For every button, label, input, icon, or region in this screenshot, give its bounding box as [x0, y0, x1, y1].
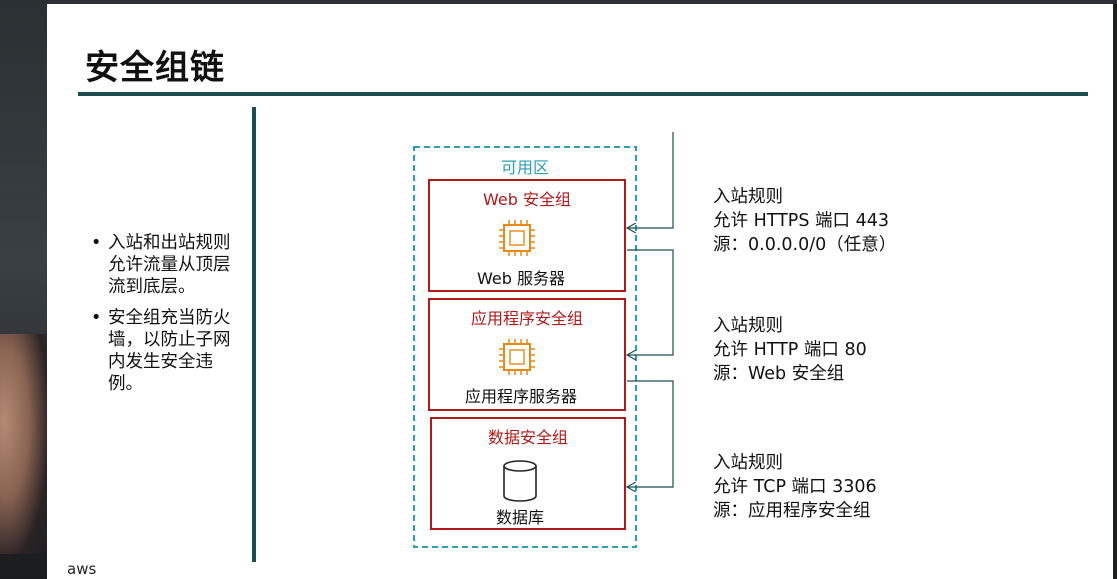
- slide: 安全组链 • 入站和出站规则允许流量从顶层流到底层。 • 安全组充当防火墙，以防…: [47, 4, 1113, 579]
- bullet-item: • 安全组充当防火墙，以防止子网内发生安全违例。: [91, 307, 241, 395]
- rule-heading: 入站规则: [713, 316, 783, 336]
- app-security-group-box: [428, 298, 626, 411]
- rule-allow: 允许 HTTPS 端口 443: [713, 211, 889, 231]
- server-label: 应用程序服务器: [465, 387, 577, 406]
- group-title: Web 安全组: [483, 190, 571, 209]
- inbound-rule-app: 入站规则 允许 HTTP 端口 80 源：Web 安全组: [713, 314, 867, 386]
- aws-logo: aws: [67, 560, 97, 578]
- database-label: 数据库: [496, 508, 544, 527]
- web-security-group-box: [428, 179, 626, 292]
- bullet-list: • 入站和出站规则允许流量从顶层流到底层。 • 安全组充当防火墙，以防止子网内发…: [91, 232, 241, 404]
- rule-heading: 入站规则: [713, 453, 783, 473]
- rule-source: 源：Web 安全组: [713, 364, 845, 384]
- bullet-marker: •: [91, 308, 102, 328]
- inbound-rule-web: 入站规则 允许 HTTPS 端口 443 源：0.0.0.0/0（任意）: [713, 185, 896, 257]
- bullet-text: 安全组充当防火墙，以防止子网内发生安全违例。: [108, 308, 231, 394]
- inbound-arrow-data: [627, 380, 674, 487]
- rule-allow: 允许 HTTP 端口 80: [713, 340, 867, 360]
- rule-source: 源：应用程序安全组: [713, 501, 871, 521]
- window-top-strip: [0, 0, 1117, 4]
- rule-source: 源：0.0.0.0/0（任意）: [713, 235, 897, 255]
- server-label: Web 服务器: [477, 269, 565, 288]
- title-underline: [78, 92, 1088, 96]
- inbound-arrow-app: [627, 249, 674, 355]
- rule-allow: 允许 TCP 端口 3306: [713, 477, 877, 497]
- availability-zone-box: [413, 146, 637, 548]
- group-title: 应用程序安全组: [471, 309, 583, 328]
- group-title: 数据安全组: [488, 428, 568, 447]
- database-icon: [503, 460, 537, 502]
- bullet-marker: •: [91, 233, 102, 253]
- data-security-group-box: [430, 417, 626, 530]
- presenter-figure: [0, 334, 47, 554]
- chip-icon: [499, 220, 535, 256]
- rule-heading: 入站规则: [713, 187, 783, 207]
- zone-label: 可用区: [501, 158, 549, 177]
- presenter-video-strip: [0, 4, 47, 579]
- bullet-item: • 入站和出站规则允许流量从顶层流到底层。: [91, 232, 241, 298]
- vertical-divider: [252, 107, 256, 562]
- chip-icon: [499, 339, 535, 375]
- slide-title: 安全组链: [85, 48, 225, 88]
- inbound-rule-data: 入站规则 允许 TCP 端口 3306 源：应用程序安全组: [713, 451, 877, 523]
- inbound-arrow-web: [627, 132, 674, 228]
- bullet-text: 入站和出站规则允许流量从顶层流到底层。: [108, 233, 231, 297]
